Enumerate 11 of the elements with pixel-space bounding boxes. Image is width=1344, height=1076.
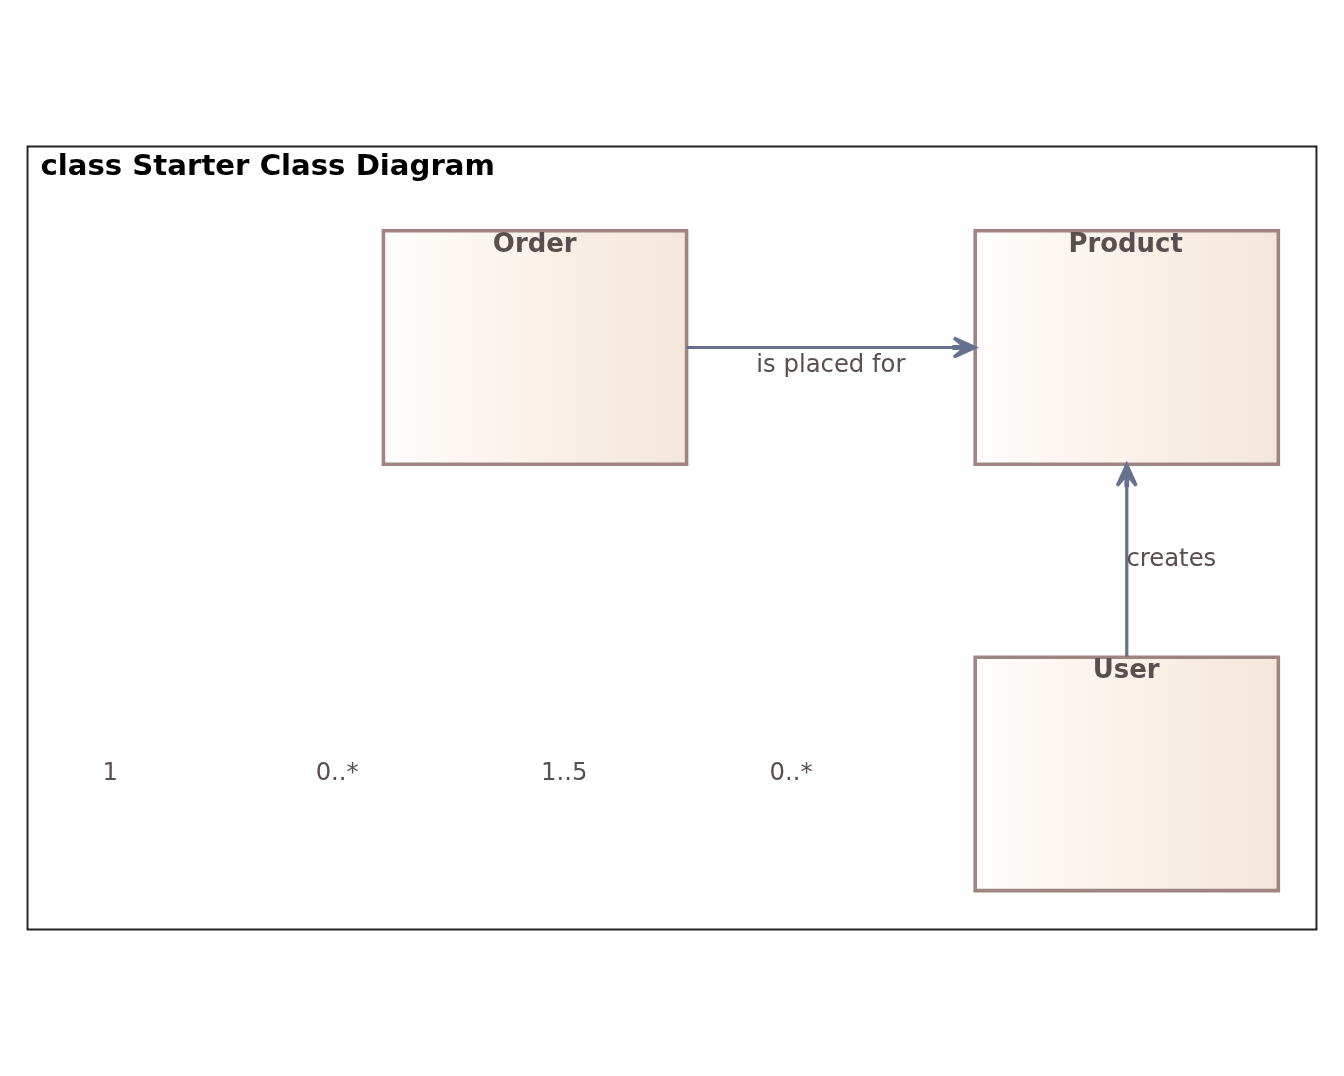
node-box: Order (381, 228, 689, 466)
label: 0..* (769, 756, 813, 786)
edge-label: is placed for (756, 348, 906, 378)
node-box: Product (973, 228, 1281, 466)
label: 0..* (315, 756, 359, 786)
edge-label: creates (1126, 543, 1217, 573)
label: 1..5 (541, 756, 588, 786)
arrow (1115, 463, 1138, 657)
arrow (686, 336, 977, 359)
node-box: User (973, 655, 1281, 893)
label: 1 (102, 756, 118, 786)
